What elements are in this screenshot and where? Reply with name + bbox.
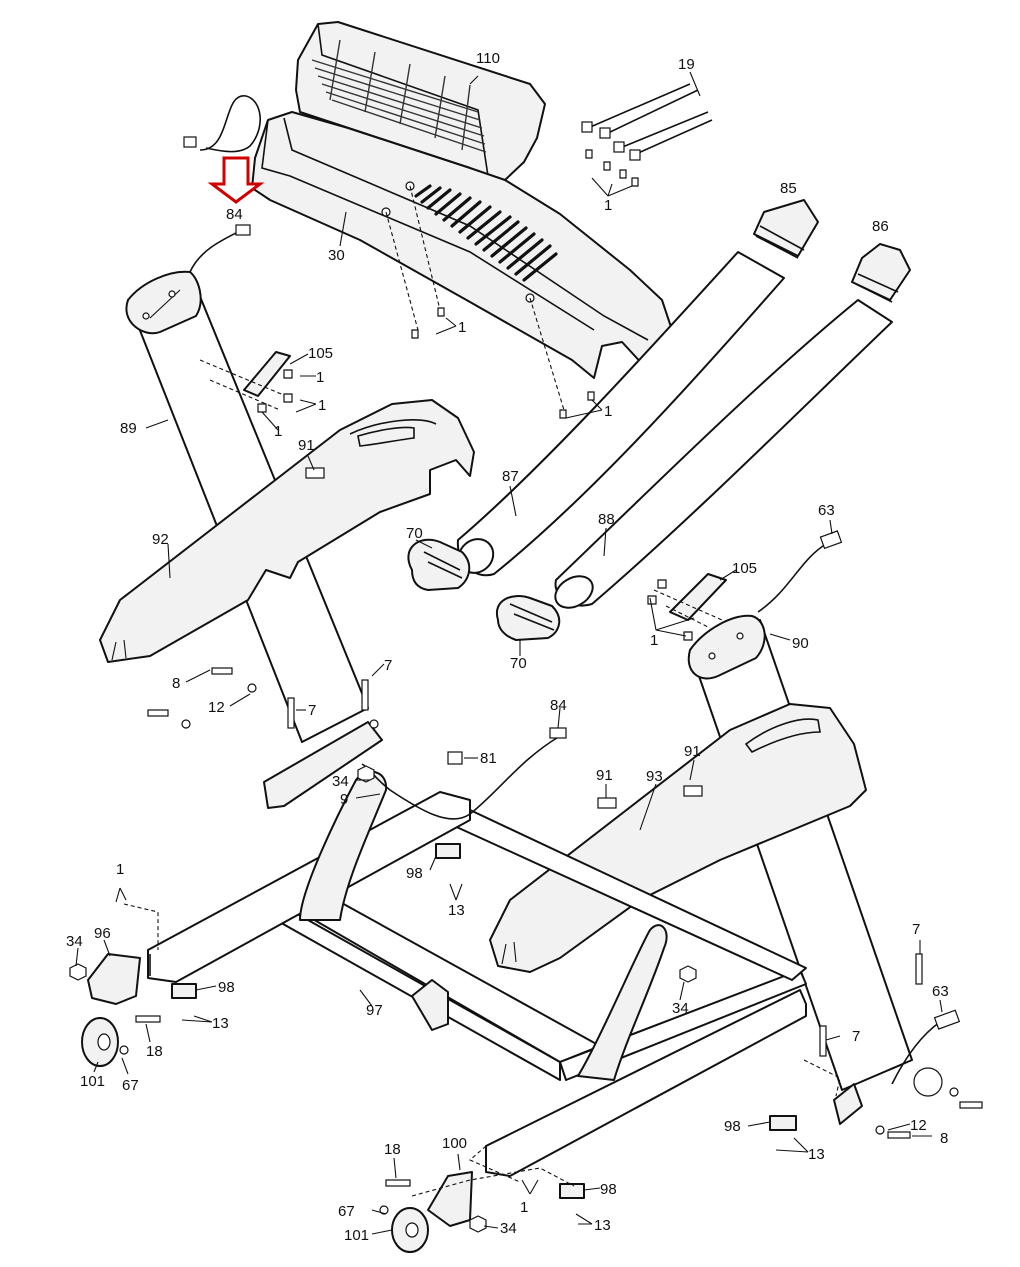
part-84-upper-wire xyxy=(189,224,251,273)
label-13: 13 xyxy=(594,1217,611,1234)
part-100-right-end-cap xyxy=(427,1171,473,1227)
label-91: 91 xyxy=(298,437,315,454)
label-34: 34 xyxy=(500,1220,517,1237)
label-8: 8 xyxy=(172,675,180,692)
label-1: 1 xyxy=(316,369,324,386)
label-81: 81 xyxy=(480,750,497,767)
label-98: 98 xyxy=(406,865,423,882)
label-70: 70 xyxy=(510,655,527,672)
label-9: 9 xyxy=(340,791,348,808)
part-63-upper-wire xyxy=(757,530,843,613)
label-84: 84 xyxy=(226,206,243,223)
label-89: 89 xyxy=(120,420,137,437)
label-63: 63 xyxy=(818,502,835,519)
label-88: 88 xyxy=(598,511,615,528)
label-34: 34 xyxy=(332,773,349,790)
part-70-lower-plug xyxy=(495,595,561,641)
label-30: 30 xyxy=(328,247,345,264)
label-67: 67 xyxy=(122,1077,139,1094)
part-86-end-cap xyxy=(851,243,911,303)
label-7: 7 xyxy=(308,702,316,719)
part-85-end-cap xyxy=(753,199,819,259)
part-30-console-hood xyxy=(251,111,673,419)
label-1: 1 xyxy=(458,319,466,336)
label-101: 101 xyxy=(344,1227,369,1244)
part-105-left-bracket xyxy=(199,351,293,413)
leader-lines xyxy=(75,71,943,1235)
part-98-pads xyxy=(171,843,797,1199)
label-91: 91 xyxy=(684,743,701,760)
label-13: 13 xyxy=(212,1015,229,1032)
label-93: 93 xyxy=(646,768,663,785)
label-34: 34 xyxy=(66,933,83,950)
label-84: 84 xyxy=(550,697,567,714)
label-63: 63 xyxy=(932,983,949,1000)
label-19: 19 xyxy=(678,56,695,73)
label-1: 1 xyxy=(520,1199,528,1216)
label-13: 13 xyxy=(808,1146,825,1163)
label-70: 70 xyxy=(406,525,423,542)
label-101: 101 xyxy=(80,1073,105,1090)
part-92-left-arm-cover xyxy=(99,399,475,663)
label-34: 34 xyxy=(672,1000,689,1017)
part-101-left-wheel xyxy=(81,1017,119,1067)
label-1: 1 xyxy=(604,197,612,214)
wire-harness-upper xyxy=(183,95,261,153)
part-right-frame-bracket xyxy=(577,924,863,1125)
part-93-right-arm-cover xyxy=(489,703,867,973)
label-92: 92 xyxy=(152,531,169,548)
label-67: 67 xyxy=(338,1203,355,1220)
label-1: 1 xyxy=(318,397,326,414)
label-13: 13 xyxy=(448,902,465,919)
label-7: 7 xyxy=(912,921,920,938)
part-81-clip xyxy=(447,751,463,765)
label-8: 8 xyxy=(940,1130,948,1147)
part-101-right-wheel xyxy=(391,1207,429,1253)
label-1: 1 xyxy=(604,403,612,420)
part-number-labels: 110 19 1 85 86 84 30 1 105 1 1 1 89 1 91… xyxy=(66,50,949,1244)
label-98: 98 xyxy=(218,979,235,996)
part-110-grille xyxy=(295,21,546,181)
label-18: 18 xyxy=(146,1043,163,1060)
label-105: 105 xyxy=(308,345,333,362)
label-7: 7 xyxy=(852,1028,860,1045)
label-100: 100 xyxy=(442,1135,467,1152)
label-97: 97 xyxy=(366,1002,383,1019)
label-7: 7 xyxy=(384,657,392,674)
part-96-left-end-cap xyxy=(87,953,141,1005)
vent-slots xyxy=(414,184,558,282)
part-63-lower-wire xyxy=(891,1009,961,1097)
part-88-left-tube xyxy=(554,299,893,609)
part-19-cable-ties xyxy=(581,83,713,187)
label-110: 110 xyxy=(476,50,500,67)
part-105-right-bracket xyxy=(647,573,727,641)
part-70-upper-plug xyxy=(407,538,471,591)
label-86: 86 xyxy=(872,218,889,235)
part-left-base-bracket xyxy=(263,719,388,921)
down-arrow-icon xyxy=(207,156,265,204)
label-1: 1 xyxy=(650,632,658,649)
label-1: 1 xyxy=(274,423,282,440)
label-96: 96 xyxy=(94,925,111,942)
label-1: 1 xyxy=(116,861,124,878)
label-98: 98 xyxy=(600,1181,617,1198)
label-90: 90 xyxy=(792,635,809,652)
label-12: 12 xyxy=(910,1117,927,1134)
part-91-loose-label xyxy=(597,797,617,809)
label-12: 12 xyxy=(208,699,225,716)
label-105: 105 xyxy=(732,560,757,577)
hardware-fasteners xyxy=(69,667,983,1233)
label-85: 85 xyxy=(780,180,797,197)
label-98: 98 xyxy=(724,1118,741,1135)
label-87: 87 xyxy=(502,468,519,485)
label-91: 91 xyxy=(596,767,613,784)
label-18: 18 xyxy=(384,1141,401,1158)
